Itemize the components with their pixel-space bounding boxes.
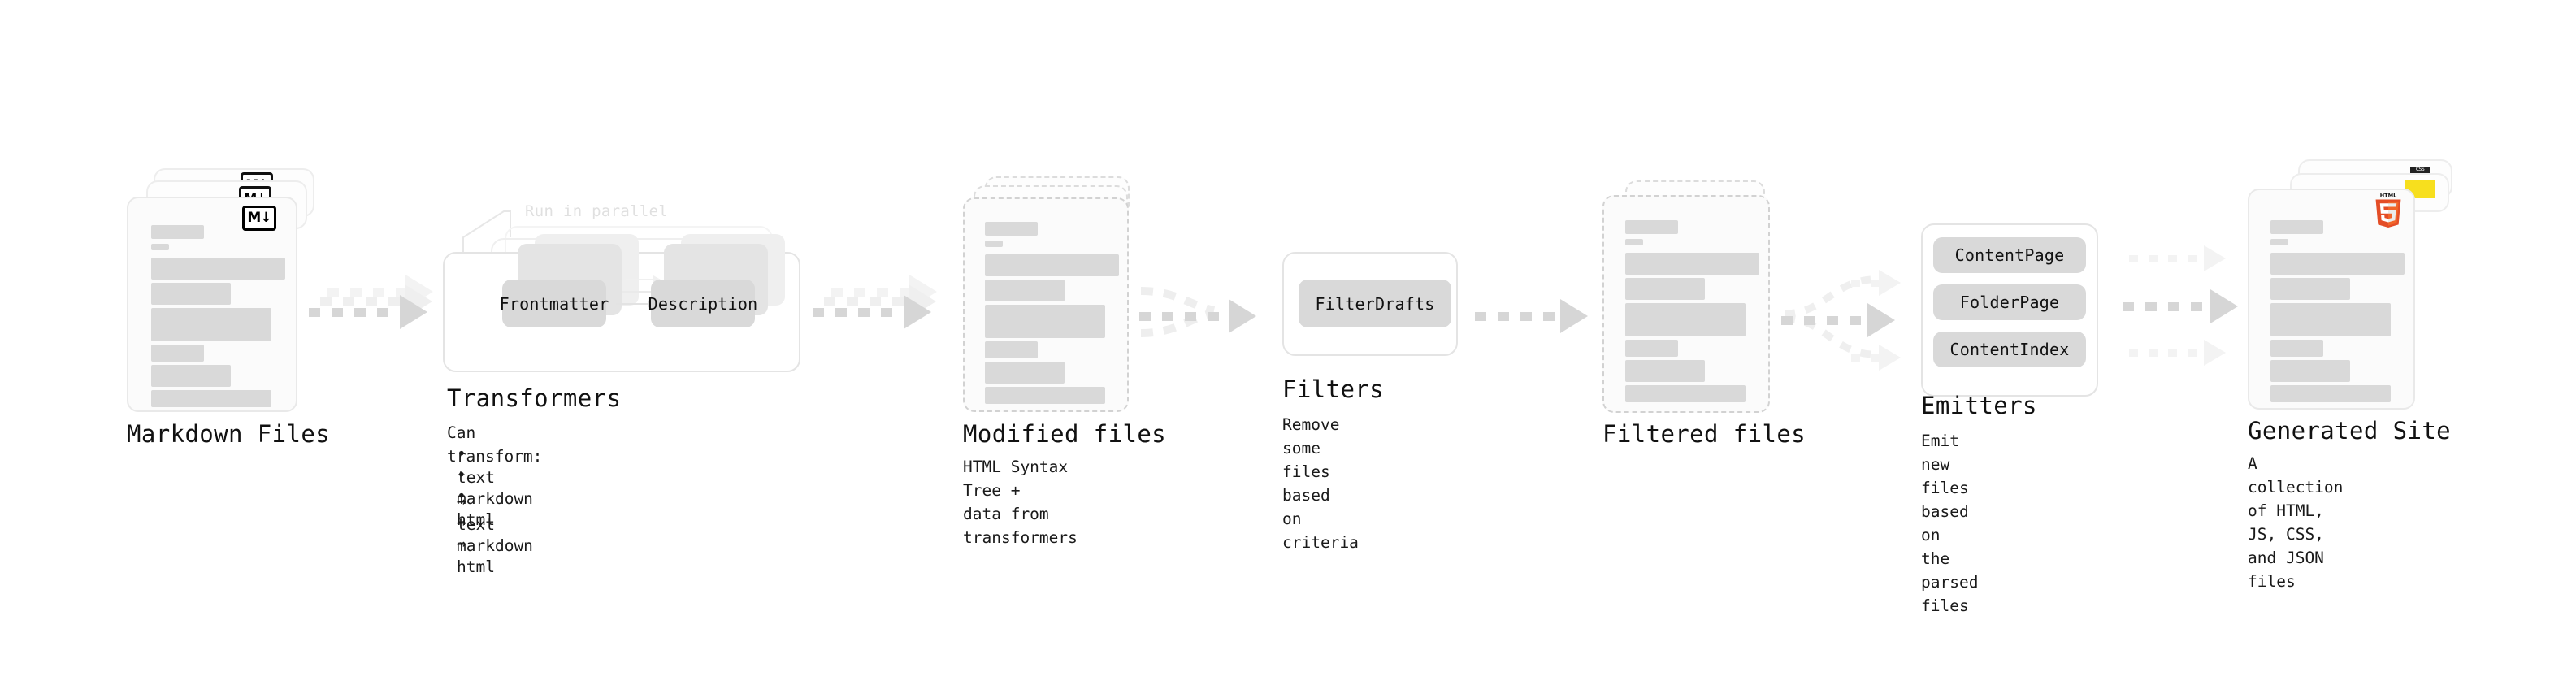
skeleton-line — [151, 365, 231, 387]
skeleton-line — [151, 225, 204, 239]
html5-icon: HTML — [2375, 193, 2401, 228]
emitter-pill-contentindex[interactable]: ContentIndex — [1933, 332, 2086, 367]
emitter-pill-contentpage[interactable]: ContentPage — [1933, 237, 2086, 273]
transformers-bullet-0: • text → text — [457, 445, 495, 534]
stage-title-transformers: Transformers — [447, 384, 622, 412]
stage-desc-filters: Remove some files based on criteria — [1282, 415, 1359, 552]
stage-desc-generated-site: A collection of HTML, JS, CSS, and JSON … — [2248, 454, 2344, 591]
skeleton-line — [2270, 385, 2391, 402]
skeleton-line — [1625, 253, 1759, 275]
skeleton-line — [2270, 303, 2391, 336]
skeleton-line — [985, 305, 1105, 338]
skeleton-line — [1625, 303, 1746, 336]
transformer-pill-description[interactable]: Description — [648, 280, 757, 327]
markdown-badge: M↓ — [242, 206, 276, 231]
skeleton-line — [2270, 220, 2323, 234]
stage-desc-modified-files: HTML Syntax Tree + data from transformer… — [963, 458, 1078, 547]
emitter-pill-folderpage[interactable]: FolderPage — [1933, 284, 2086, 320]
svg-text:HTML: HTML — [2380, 193, 2397, 199]
skeleton-line — [985, 254, 1119, 276]
skeleton-line — [151, 283, 231, 305]
skeleton-line — [1625, 239, 1643, 245]
skeleton-line — [151, 345, 204, 362]
run-in-parallel-label: Run in parallel — [525, 202, 669, 220]
skeleton-line — [151, 244, 169, 250]
fanout-lines — [1784, 275, 1871, 358]
skeleton-line — [2270, 340, 2323, 357]
skeleton-line — [151, 258, 285, 280]
skeleton-line — [985, 280, 1065, 301]
filter-pill-filterdrafts[interactable]: FilterDrafts — [1299, 280, 1451, 327]
stage-desc-emitters: Emit new files based on the parsed files — [1921, 432, 1979, 615]
skeleton-line — [985, 222, 1038, 236]
run-in-parallel-bracket — [462, 210, 511, 262]
skeleton-line — [985, 387, 1105, 404]
stage-title-filters: Filters — [1282, 375, 1385, 403]
skeleton-line — [1625, 278, 1705, 300]
skeleton-line — [2270, 253, 2405, 275]
skeleton-line — [1625, 360, 1705, 382]
stage-title-generated-site: Generated Site — [2248, 417, 2452, 445]
skeleton-line — [2270, 360, 2350, 382]
skeleton-line — [985, 362, 1065, 384]
skeleton-line — [2270, 239, 2288, 245]
stage-desc-transformers: Can transform: — [447, 423, 543, 466]
stage-title-filtered-files: Filtered files — [1602, 420, 1806, 448]
transformers-bullet-2: • html → html — [457, 487, 495, 576]
skeleton-line — [985, 341, 1038, 358]
transformers-bullet-1: • markdown → markdown — [457, 466, 533, 555]
stage-title-markdown-files: Markdown Files — [127, 420, 331, 448]
skeleton-line — [1625, 385, 1746, 402]
skeleton-line — [985, 241, 1003, 247]
skeleton-line — [151, 390, 271, 407]
skeleton-line — [1625, 220, 1678, 234]
stage-title-emitters: Emitters — [1921, 392, 2037, 419]
skeleton-line — [1625, 340, 1678, 357]
transformer-pill-frontmatter[interactable]: Frontmatter — [500, 280, 609, 327]
skeleton-line — [151, 308, 271, 341]
stage-title-modified-files: Modified files — [963, 420, 1167, 448]
skeleton-line — [2270, 278, 2350, 300]
css3-label: CSS — [2410, 167, 2430, 173]
